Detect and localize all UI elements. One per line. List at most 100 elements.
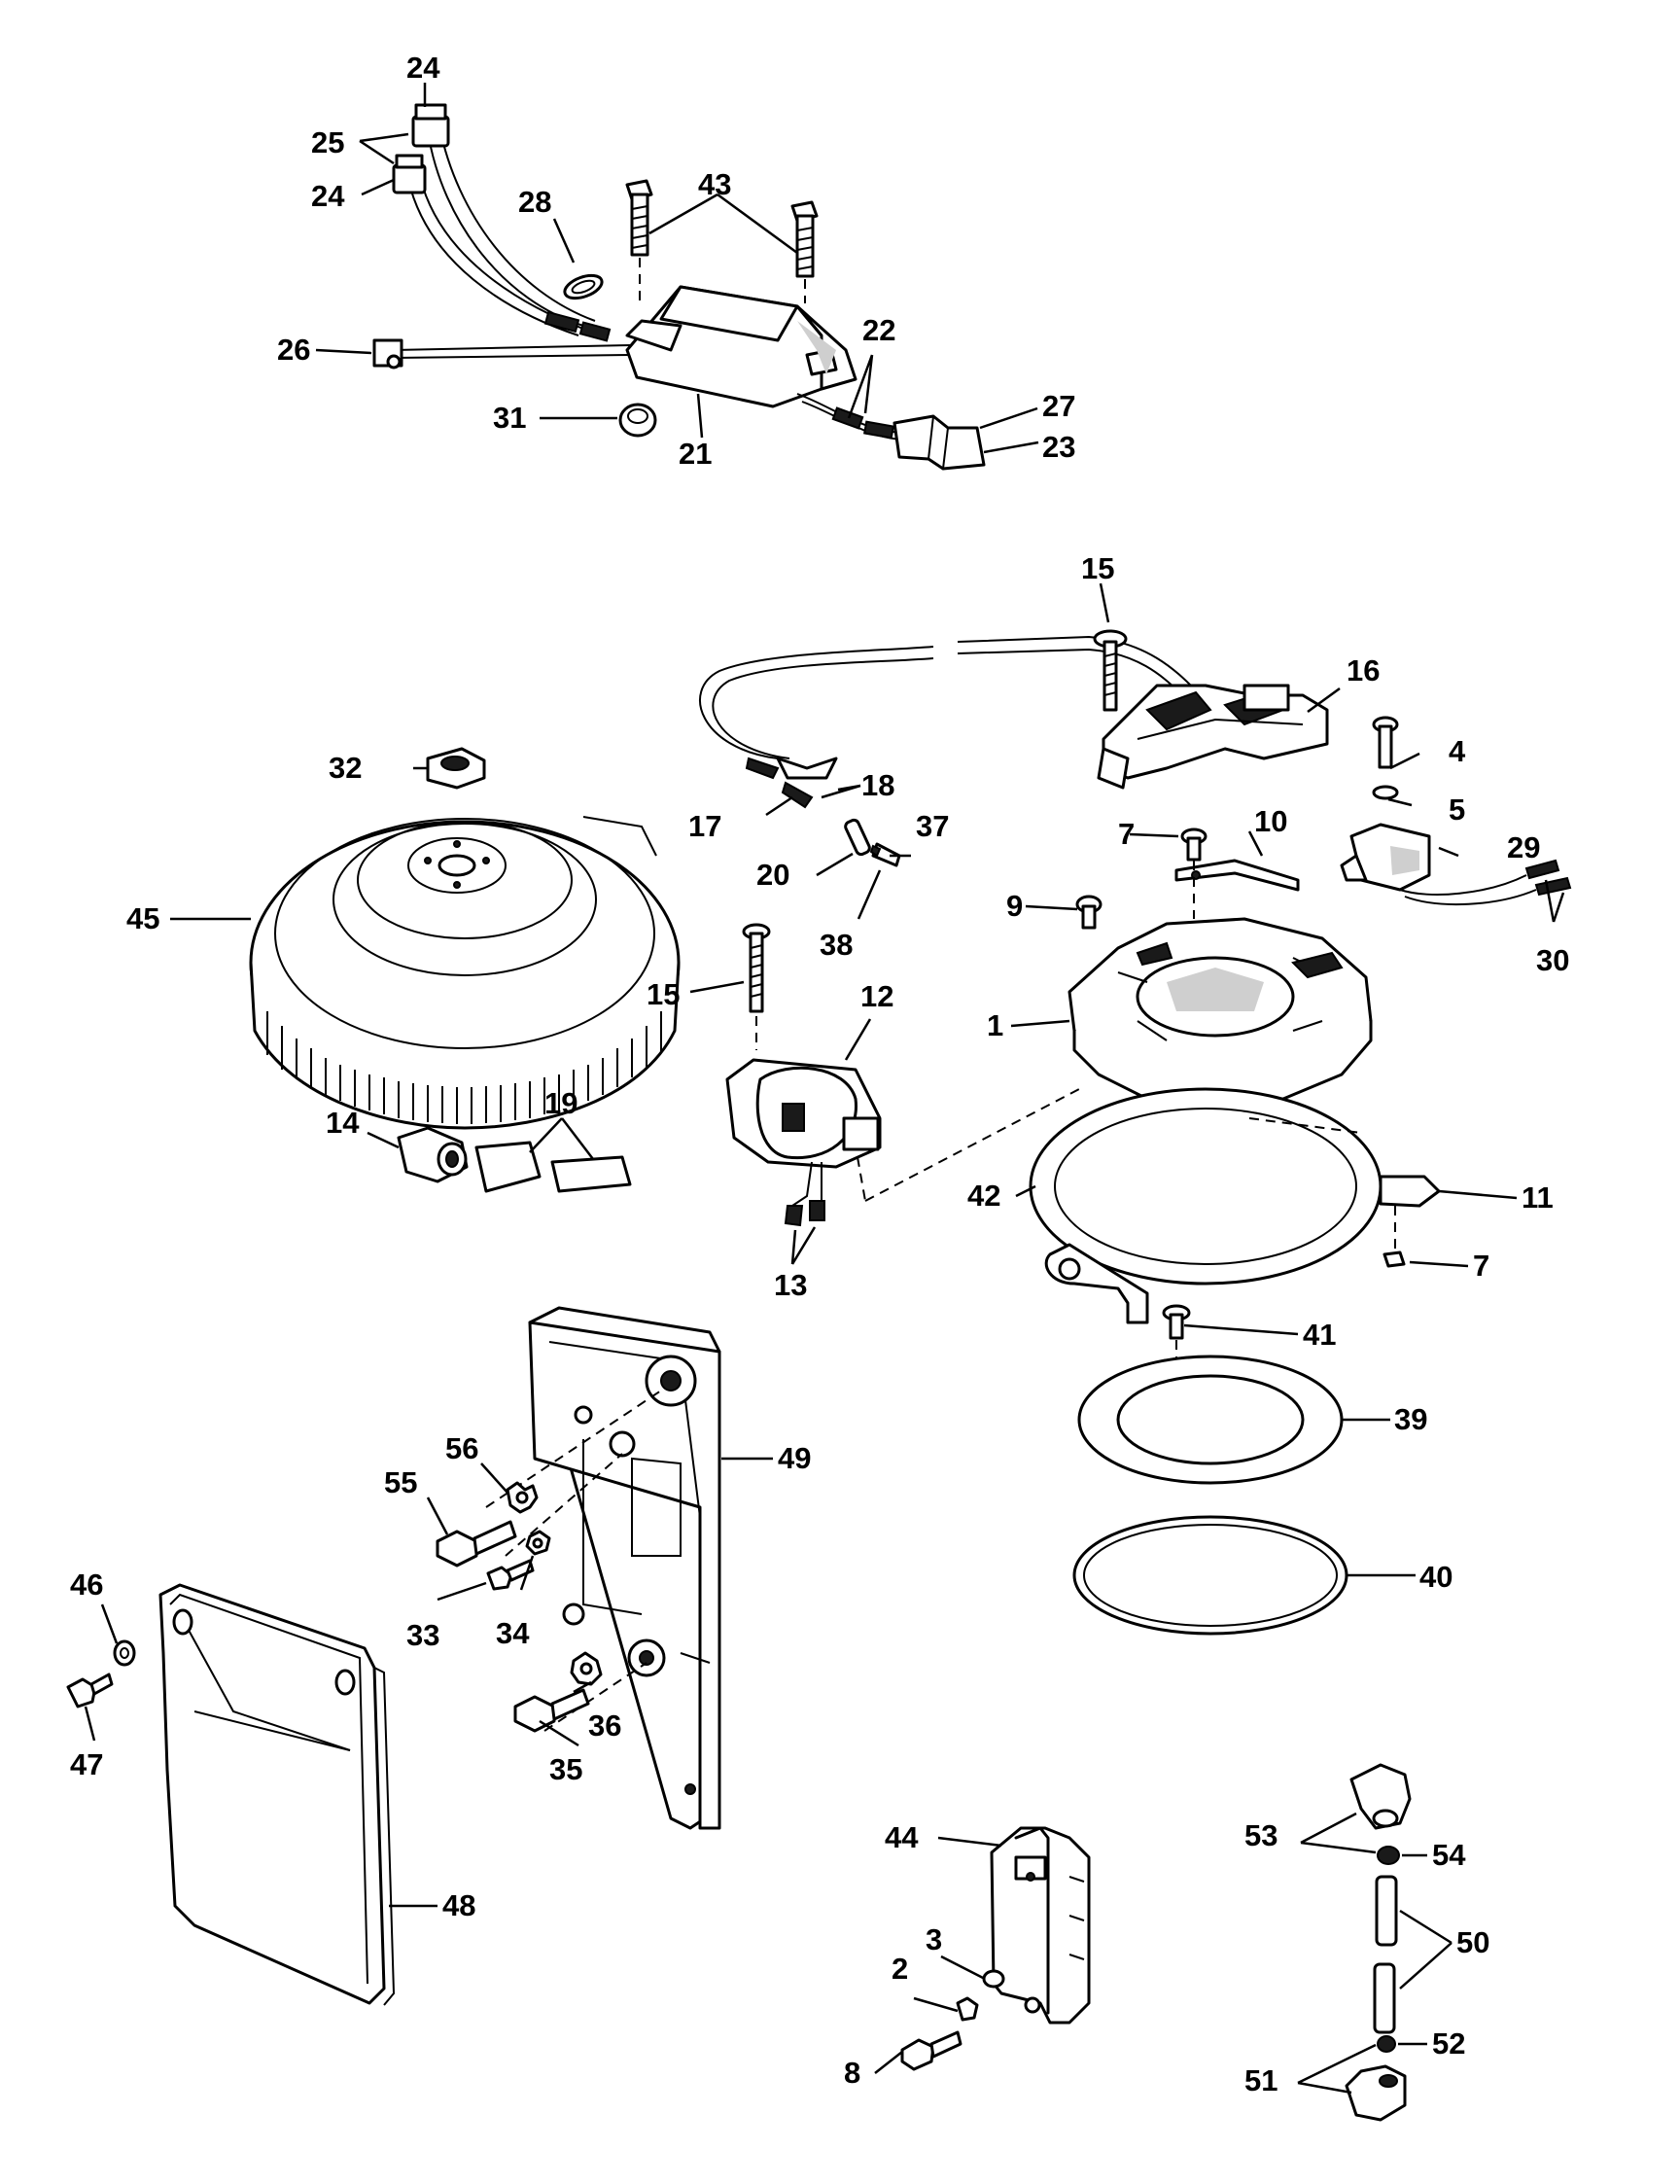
callout-7-lower: 7 — [1473, 1249, 1489, 1283]
sensor-coil-29 — [1340, 823, 1572, 906]
washer-5 — [1372, 785, 1399, 800]
callout-35: 35 — [549, 1752, 582, 1786]
nut-52 — [1377, 2035, 1396, 2053]
wire-clip-28 — [563, 273, 604, 300]
screw-47 — [66, 1673, 114, 1708]
callout-29: 29 — [1507, 830, 1540, 864]
flywheel-45 — [249, 816, 681, 1130]
washer-46 — [113, 1639, 136, 1667]
callout-51: 51 — [1244, 2063, 1278, 2097]
callout-52: 52 — [1432, 2026, 1465, 2061]
callout-22: 22 — [862, 313, 895, 347]
timer-base-1 — [1068, 917, 1373, 1110]
callout-4: 4 — [1449, 734, 1466, 768]
mounting-bracket-49 — [528, 1306, 721, 1830]
coil-leads-13 — [784, 1161, 825, 1227]
callout-44: 44 — [885, 1820, 919, 1854]
screw-9 — [1075, 895, 1102, 930]
sleeve-19-b — [550, 1155, 632, 1193]
lockwasher-56 — [506, 1481, 539, 1514]
callout-54: 54 — [1432, 1838, 1466, 1872]
callout-36: 36 — [588, 1708, 621, 1743]
leader-lines — [84, 83, 1565, 2095]
terminal-14 — [397, 1126, 469, 1183]
screw-8 — [900, 2030, 962, 2071]
sensor-plate-16 — [1097, 684, 1329, 790]
terminal-24-lower — [392, 154, 427, 194]
rectifier-44 — [990, 1826, 1091, 2025]
callout-50: 50 — [1456, 1925, 1489, 1959]
spring-ring-40 — [1072, 1515, 1348, 1636]
callout-15-upper: 15 — [1081, 551, 1114, 585]
tube-50-upper — [1375, 1875, 1398, 1947]
lockwasher-2 — [956, 1996, 979, 2022]
callout-53: 53 — [1244, 1818, 1278, 1852]
callout-24-upper: 24 — [406, 51, 440, 85]
charge-coil-12 — [725, 1058, 882, 1169]
lockwasher-36 — [570, 1651, 603, 1686]
callout-45: 45 — [126, 901, 159, 935]
screw-15-lower — [742, 923, 771, 1013]
callout-38: 38 — [820, 928, 853, 962]
callout-8: 8 — [844, 2056, 860, 2090]
screw-7-upper — [1180, 828, 1208, 862]
terminal-26 — [372, 338, 403, 370]
callout-2: 2 — [892, 1952, 908, 1986]
callout-46: 46 — [70, 1568, 103, 1602]
callout-55: 55 — [384, 1465, 417, 1499]
callout-34: 34 — [496, 1616, 530, 1650]
callout-16: 16 — [1347, 653, 1380, 687]
callout-20: 20 — [756, 858, 789, 892]
flywheel-nut-32 — [426, 747, 486, 790]
washer-3 — [982, 1969, 1005, 1989]
bolt-35 — [513, 1688, 590, 1733]
callout-28: 28 — [518, 185, 551, 219]
callout-13: 13 — [774, 1268, 807, 1302]
terminal-24-upper — [411, 103, 450, 148]
nut-54 — [1377, 1846, 1400, 1865]
callout-1: 1 — [987, 1008, 1003, 1042]
callout-18: 18 — [861, 768, 894, 802]
bolt-55 — [436, 1520, 517, 1568]
tube-50-lower — [1373, 1962, 1396, 2034]
callout-33: 33 — [406, 1618, 439, 1652]
terminal-37 — [869, 842, 901, 867]
callout-10: 10 — [1254, 804, 1287, 838]
screw-7-lower — [1382, 1251, 1406, 1268]
callout-42: 42 — [967, 1179, 1000, 1213]
callout-23: 23 — [1042, 430, 1075, 464]
elbow-51 — [1345, 2064, 1407, 2122]
elbow-53 — [1349, 1763, 1412, 1830]
power-pack-assembly — [372, 103, 986, 471]
callout-56: 56 — [445, 1431, 478, 1465]
retainer-39 — [1077, 1355, 1344, 1485]
callout-43: 43 — [698, 167, 731, 201]
bolt-43-left — [625, 179, 653, 257]
callout-24-lower: 24 — [311, 179, 345, 213]
retainer-plate-42 — [1029, 1087, 1382, 1324]
screw-15-upper — [1093, 629, 1128, 712]
callout-14: 14 — [326, 1106, 360, 1140]
callout-41: 41 — [1303, 1318, 1336, 1352]
callout-9: 9 — [1006, 889, 1023, 923]
sleeve-20 — [844, 818, 871, 857]
callout-48: 48 — [442, 1888, 475, 1922]
bolt-43-right — [790, 200, 819, 278]
sleeve-19-a — [474, 1141, 542, 1193]
connector-23 — [892, 414, 986, 471]
callout-21: 21 — [679, 437, 712, 471]
callout-12: 12 — [860, 979, 893, 1013]
callout-31: 31 — [493, 401, 526, 435]
callout-49: 49 — [778, 1441, 811, 1475]
lockwasher-34 — [525, 1530, 551, 1556]
screw-33 — [486, 1559, 535, 1591]
callout-30: 30 — [1536, 943, 1569, 977]
callout-5: 5 — [1449, 793, 1465, 827]
callout-39: 39 — [1394, 1402, 1427, 1436]
callout-7-upper: 7 — [1118, 817, 1135, 851]
callout-37: 37 — [916, 809, 949, 843]
callout-47: 47 — [70, 1747, 103, 1781]
callout-3: 3 — [926, 1922, 942, 1956]
clip-11 — [1379, 1175, 1441, 1208]
